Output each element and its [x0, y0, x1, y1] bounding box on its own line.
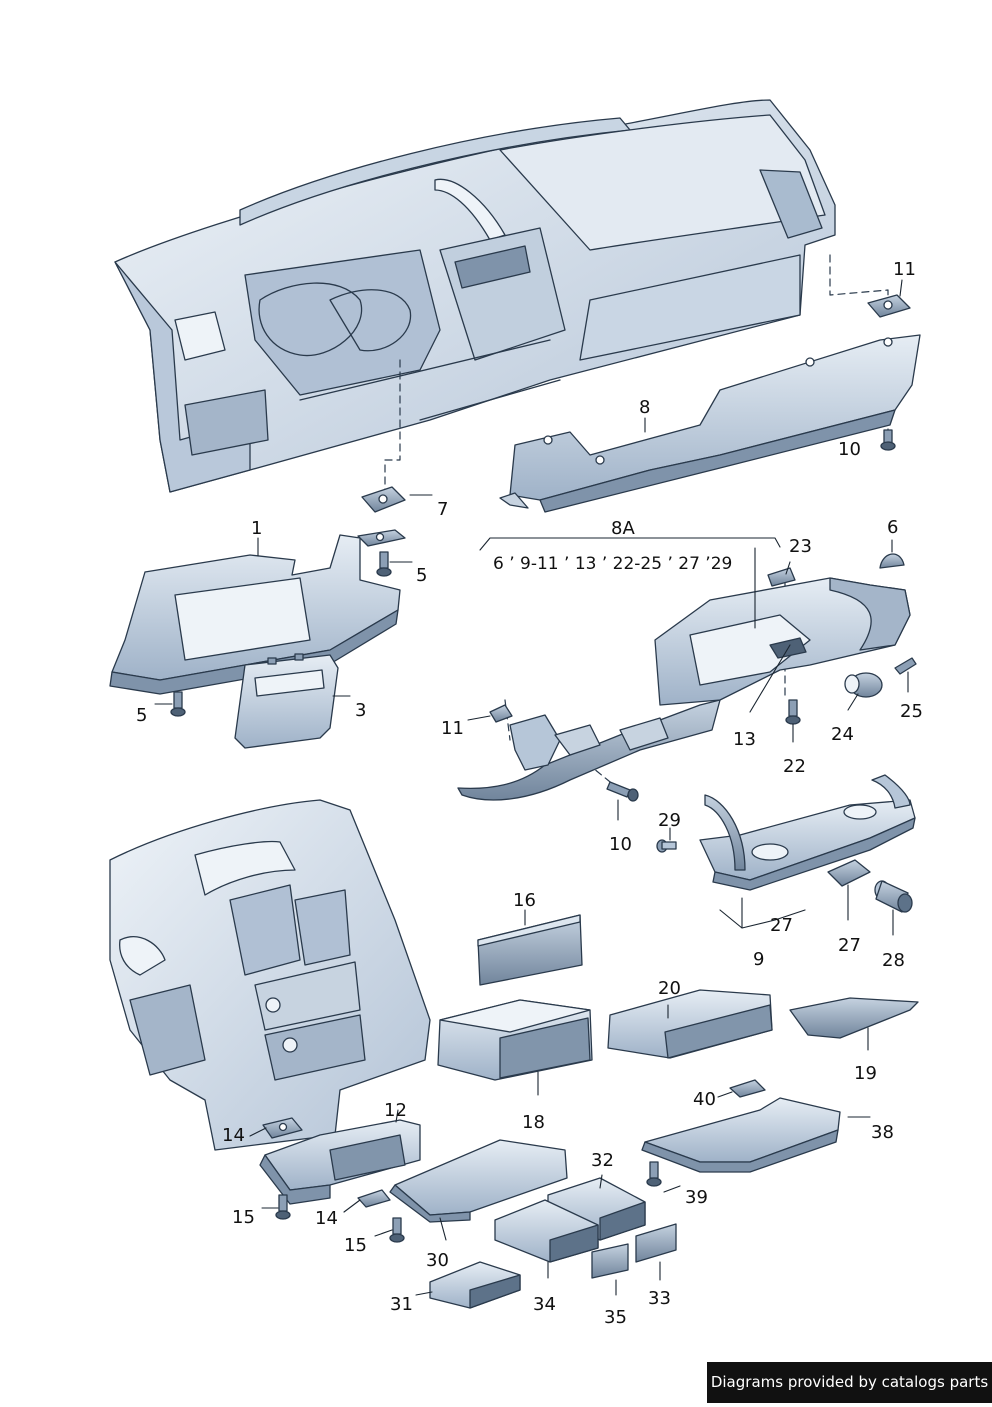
cover-35	[591, 1243, 629, 1279]
screw-15-left	[275, 1194, 291, 1220]
clip-40	[729, 1079, 766, 1098]
label-10-lower: 10	[609, 834, 632, 855]
label-15-right: 15	[344, 1235, 367, 1256]
screw-29	[656, 839, 677, 853]
screw-25	[894, 657, 917, 675]
label-1: 1	[251, 518, 263, 539]
dashboard-main	[114, 99, 836, 493]
storage-pocket-12	[259, 1119, 421, 1205]
label-5-lower: 5	[136, 705, 148, 726]
clip-14-lower	[357, 1189, 391, 1208]
screw-22	[785, 699, 801, 725]
label-16: 16	[513, 890, 536, 911]
latch-27	[827, 859, 871, 887]
screw-15-right	[389, 1217, 405, 1243]
storage-tray-18	[437, 999, 593, 1081]
label-32: 32	[591, 1150, 614, 1171]
label-23: 23	[789, 536, 812, 557]
screw-39	[646, 1161, 662, 1187]
label-9: 9	[753, 949, 765, 970]
label-8: 8	[639, 397, 651, 418]
label-3: 3	[355, 700, 367, 721]
label-35: 35	[604, 1307, 627, 1328]
screw-10-top	[880, 429, 896, 451]
screw-10-lower	[606, 781, 639, 802]
credit-banner: Diagrams provided by catalogs parts	[707, 1362, 992, 1403]
glovebox-lid-9	[699, 774, 916, 891]
label-7: 7	[437, 499, 449, 520]
cover-33	[635, 1223, 677, 1263]
label-39: 39	[685, 1187, 708, 1208]
label-31: 31	[390, 1294, 413, 1315]
screw-5-lower	[170, 691, 186, 717]
screw-5-upper	[376, 551, 392, 577]
label-14-upper: 14	[222, 1125, 245, 1146]
insert-34	[494, 1199, 599, 1263]
label-13: 13	[733, 729, 756, 750]
label-14-lower: 14	[315, 1208, 338, 1229]
label-12: 12	[384, 1100, 407, 1121]
label-18: 18	[522, 1112, 545, 1133]
cylinder-28	[874, 880, 913, 913]
label-8a: 8A	[611, 518, 635, 539]
group-8a-parts: 6 ’ 9-11 ’ 13 ’ 22-25 ’ 27 ’29	[493, 554, 733, 574]
label-33: 33	[648, 1288, 671, 1309]
tray-20	[607, 989, 773, 1059]
label-20: 20	[658, 978, 681, 999]
knob-6	[879, 553, 905, 569]
label-11-lower: 11	[441, 718, 464, 739]
label-15-left: 15	[232, 1207, 255, 1228]
label-30: 30	[426, 1250, 449, 1271]
glovebox-assembly-8a	[457, 577, 911, 801]
label-38: 38	[871, 1122, 894, 1143]
cover-16	[477, 914, 583, 986]
label-24: 24	[831, 724, 854, 745]
clip-11-lower	[489, 704, 513, 723]
label-28: 28	[882, 950, 905, 971]
cover-panel-3	[234, 653, 339, 749]
label-40: 40	[693, 1089, 716, 1110]
label-19: 19	[854, 1063, 877, 1084]
cross-member-8	[499, 334, 921, 513]
module-31	[429, 1261, 521, 1309]
mat-19	[789, 997, 919, 1039]
label-22: 22	[783, 756, 806, 777]
label-34: 34	[533, 1294, 556, 1315]
label-10-top: 10	[838, 439, 861, 460]
label-11-top: 11	[893, 259, 916, 280]
label-25: 25	[900, 701, 923, 722]
label-27: 27	[838, 935, 861, 956]
label-5-upper: 5	[416, 565, 428, 586]
tray-30	[389, 1139, 568, 1223]
tray-38	[641, 1097, 841, 1173]
clip-23	[767, 567, 796, 587]
label-6: 6	[887, 517, 899, 538]
leader-lines	[154, 279, 909, 1296]
label-27-group: 27	[770, 915, 793, 936]
lock-24	[844, 672, 883, 698]
label-29: 29	[658, 810, 681, 831]
dashboard-center	[109, 799, 431, 1151]
